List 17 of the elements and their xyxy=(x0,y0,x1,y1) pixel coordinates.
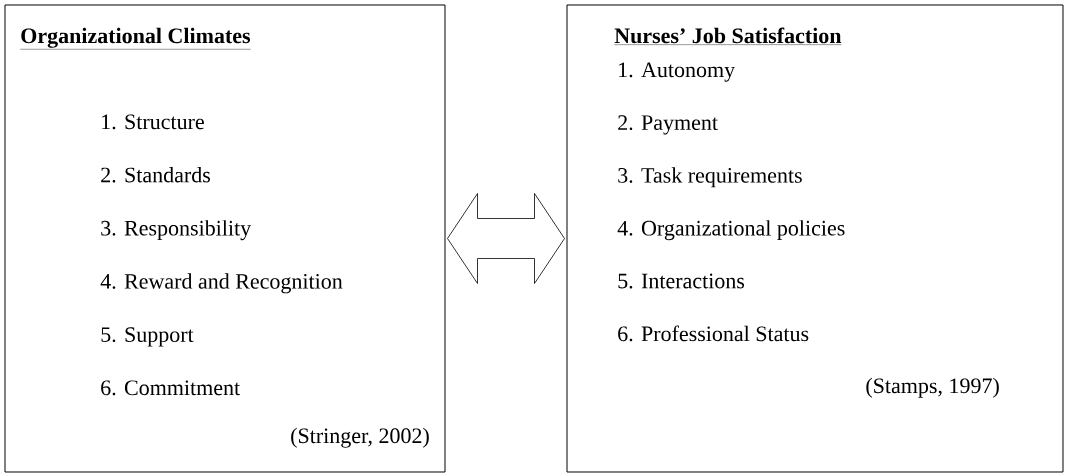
citation: (Stamps, 1997) xyxy=(866,377,999,398)
list-item: 1. Autonomy xyxy=(619,62,736,82)
box-heading: Nurses’ Job Satisfaction xyxy=(614,27,842,45)
list-item: 3. Responsibility xyxy=(101,220,252,241)
list-item: 1. Structure xyxy=(102,114,204,130)
list-item: 2. Payment xyxy=(618,115,718,135)
list-item: 6. Professional Status xyxy=(618,325,809,342)
list-item: 5. Interactions xyxy=(618,273,745,289)
double-arrow xyxy=(447,193,565,284)
list-item: 2. Standards xyxy=(101,166,210,183)
list-item: 6. Commitment xyxy=(101,380,241,396)
list-item: 3. Task requirements xyxy=(618,167,802,188)
box-heading: Organizational Climates xyxy=(20,27,251,50)
citation: (Stringer, 2002) xyxy=(291,427,429,448)
list-item: 5. Support xyxy=(101,327,194,347)
list-item: 4. Organizational policies xyxy=(617,220,845,241)
list-item: 4. Reward and Recognition xyxy=(100,273,343,294)
